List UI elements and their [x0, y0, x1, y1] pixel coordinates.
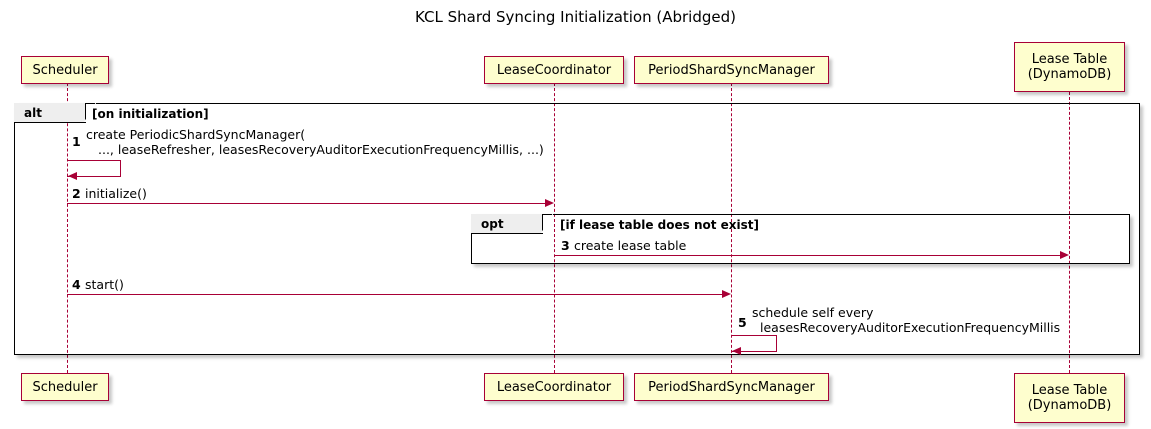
fragment-opt: [471, 214, 1130, 264]
lifeline-period-shard-sync-manager: [731, 83, 732, 373]
message-5-label-line1: schedule self every: [752, 305, 874, 320]
fragment-alt: [14, 103, 1140, 355]
fragment-alt-operator-label: alt: [24, 105, 42, 120]
message-4-label: start(): [85, 277, 124, 292]
fragment-opt-operator-label: opt: [481, 216, 504, 231]
lifeline-lease-coordinator: [554, 83, 555, 373]
message-4-number: 4: [72, 277, 81, 292]
participant-period-shard-sync-manager-top-label: PeriodShardSyncManager: [648, 62, 815, 78]
participant-lease-coordinator-bottom-label: LeaseCoordinator: [496, 379, 612, 395]
message-1-self-loop: [67, 160, 121, 177]
message-2-arrowhead: [545, 198, 554, 207]
message-1-number: 1: [72, 134, 81, 149]
message-1-label-line1: create PeriodicShardSyncManager(: [86, 127, 306, 142]
fragment-opt-condition: [if lease table does not exist]: [560, 218, 760, 232]
participant-lease-coordinator-bottom[interactable]: LeaseCoordinator: [484, 373, 624, 401]
participant-lease-coordinator-top[interactable]: LeaseCoordinator: [484, 56, 624, 84]
fragment-alt-condition: [on initialization]: [92, 107, 209, 121]
message-4-arrowhead: [722, 289, 731, 298]
participant-scheduler-bottom-label: Scheduler: [32, 379, 98, 395]
page-title: KCL Shard Syncing Initialization (Abridg…: [415, 8, 736, 26]
participant-scheduler-top[interactable]: Scheduler: [21, 56, 109, 84]
participant-lease-table-top-label: Lease Table (DynamoDB): [1027, 52, 1112, 82]
participant-period-shard-sync-manager-top[interactable]: PeriodShardSyncManager: [634, 56, 829, 84]
participant-lease-table-bottom-label: Lease Table (DynamoDB): [1027, 383, 1112, 413]
message-5-arrowhead: [732, 347, 741, 355]
message-1-arrowhead: [68, 172, 77, 180]
message-2-label: initialize(): [85, 186, 147, 201]
message-5-number: 5: [738, 315, 747, 330]
message-5-self-loop: [731, 335, 777, 352]
participant-period-shard-sync-manager-bottom-label: PeriodShardSyncManager: [648, 379, 815, 395]
participant-scheduler-bottom[interactable]: Scheduler: [21, 373, 109, 401]
lifeline-scheduler: [67, 83, 68, 373]
message-2-line: [67, 203, 546, 204]
participant-scheduler-top-label: Scheduler: [32, 62, 98, 78]
fragment-alt-operator-tab: alt: [14, 101, 96, 123]
message-3-label: create lease table: [574, 238, 687, 253]
message-5-label-line2: leasesRecoveryAuditorExecutionFrequencyM…: [760, 320, 1061, 335]
message-4-line: [67, 294, 723, 295]
message-1-label-line2: ..., leaseRefresher, leasesRecoveryAudit…: [98, 142, 544, 157]
participant-lease-table-bottom[interactable]: Lease Table (DynamoDB): [1014, 373, 1125, 423]
message-3-number: 3: [561, 238, 570, 253]
fragment-opt-operator-tab: opt: [471, 212, 553, 234]
lifeline-lease-table: [1069, 92, 1070, 373]
message-2-number: 2: [72, 186, 81, 201]
participant-lease-table-top[interactable]: Lease Table (DynamoDB): [1014, 42, 1125, 92]
message-3-line: [554, 255, 1060, 256]
message-3-arrowhead: [1060, 250, 1069, 259]
participant-period-shard-sync-manager-bottom[interactable]: PeriodShardSyncManager: [634, 373, 829, 401]
participant-lease-coordinator-top-label: LeaseCoordinator: [496, 62, 612, 78]
